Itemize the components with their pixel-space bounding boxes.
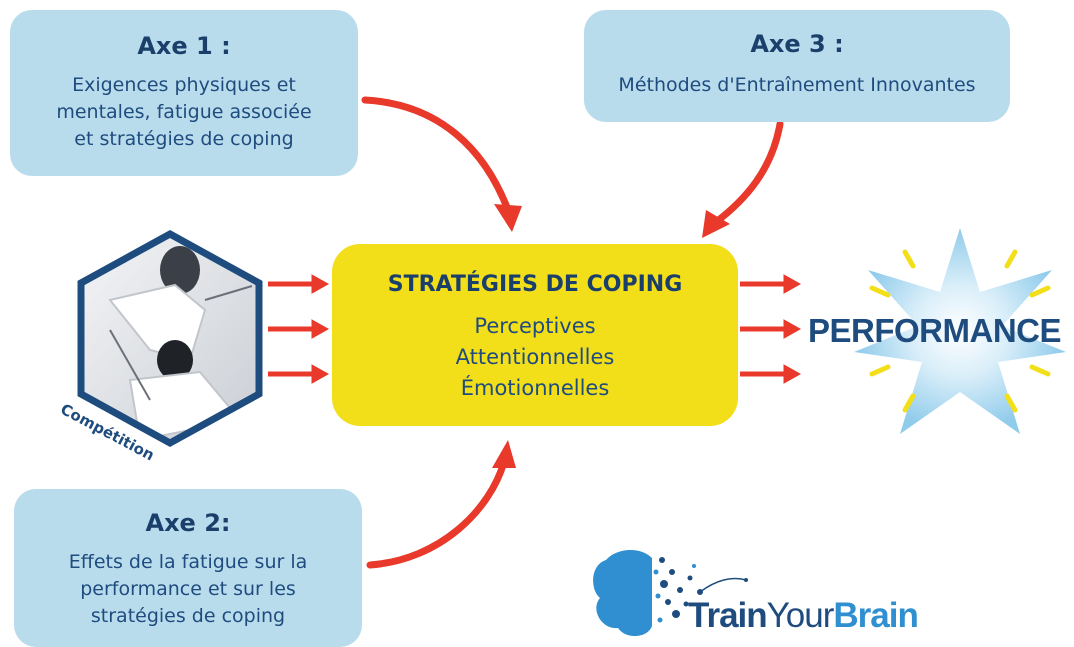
arrow-axe1	[361, 96, 522, 232]
axe2-line: performance et sur les	[80, 578, 296, 600]
axe2-line: Effets de la fatigue sur la	[68, 551, 308, 573]
axe2-line: stratégies de coping	[90, 605, 286, 627]
axe3-title: Axe 3 :	[750, 30, 844, 58]
competition-photo	[77, 230, 263, 447]
core-title: STRATÉGIES DE COPING	[387, 272, 683, 297]
arrow-axe3	[702, 120, 784, 238]
axe3-box: Axe 3 : Méthodes d'Entraînement Innovant…	[584, 10, 1010, 122]
core-item: Émotionnelles	[460, 376, 610, 400]
coping-strategies-box: STRATÉGIES DE COPING Perceptives Attenti…	[332, 244, 738, 426]
axe2-box: Axe 2: Effets de la fatigue sur la perfo…	[14, 489, 362, 647]
input-arrows	[268, 274, 330, 384]
core-item: Attentionnelles	[455, 345, 615, 369]
axe1-line: Exigences physiques et	[72, 74, 296, 96]
axe1-line: et stratégies de coping	[74, 128, 294, 150]
axe3-description: Méthodes d'Entraînement Innovantes	[584, 72, 1010, 99]
brand-part-brain: Brain	[833, 596, 918, 635]
performance-burst	[854, 228, 1066, 434]
brand-wordmark: TrainYourBrain	[688, 596, 919, 636]
axe3-line: Méthodes d'Entraînement Innovantes	[618, 74, 976, 96]
axe1-description: Exigences physiques et mentales, fatigue…	[10, 72, 358, 153]
core-item: Perceptives	[474, 314, 596, 338]
brand-part-your: Your	[766, 596, 835, 635]
output-arrows	[740, 274, 802, 384]
brand-part-train: Train	[688, 596, 768, 635]
axe2-title: Axe 2:	[145, 509, 231, 537]
axe1-line: mentales, fatigue associée	[56, 101, 312, 123]
axe1-title: Axe 1 :	[137, 32, 231, 60]
arrow-axe2	[366, 440, 516, 569]
brain-logo-icon	[593, 549, 748, 637]
axe1-box: Axe 1 : Exigences physiques et mentales,…	[10, 10, 358, 176]
core-list: Perceptives Attentionnelles Émotionnelle…	[332, 311, 738, 404]
performance-label: PERFORMANCE	[808, 312, 1062, 349]
axe2-description: Effets de la fatigue sur la performance …	[14, 549, 362, 630]
